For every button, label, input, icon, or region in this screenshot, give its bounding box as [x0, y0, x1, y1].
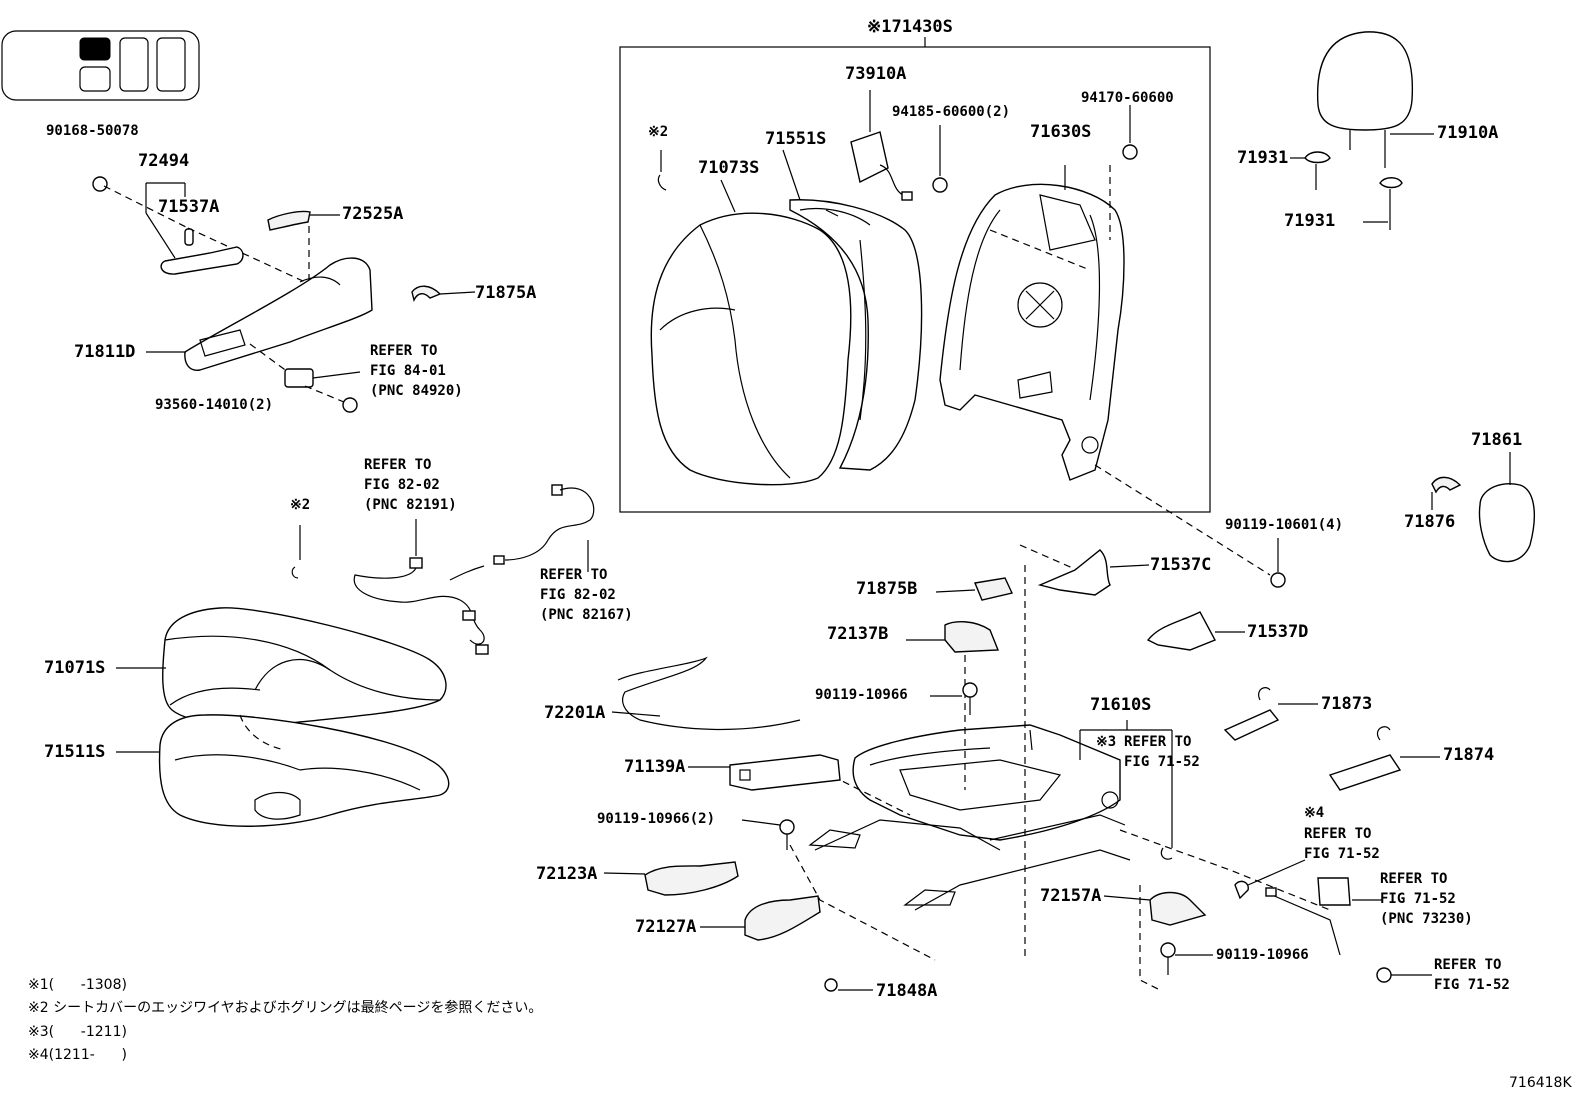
refer-note-82191: REFER TO FIG 82-02 (PNC 82191) — [364, 457, 457, 513]
side-cover — [1431, 452, 1535, 563]
seat-back-assembly-frame — [619, 46, 1211, 513]
part-label-90168-50078: 90168-50078 — [46, 123, 139, 139]
footnote-2: ※2 シートカバーのエッジワイヤおよびホグリングは最終ページを参照ください。 — [28, 1000, 543, 1016]
seat-cushion-pad — [116, 714, 450, 827]
refer-note-71-52-a: REFER TO FIG 71-52 — [1124, 734, 1200, 770]
part-label-71876: 71876 — [1404, 512, 1456, 532]
track-covers — [603, 754, 1213, 992]
part-label-73910A: 73910A — [845, 64, 907, 84]
footnote-4: ※4(1211- ) — [28, 1047, 127, 1063]
part-label-72494: 72494 — [138, 151, 190, 171]
note-marker-3: ※3 — [1096, 734, 1117, 750]
seat-position-icon — [1, 30, 200, 101]
seat-back-cover-group — [650, 149, 923, 486]
seat-belt-buckle — [1234, 859, 1432, 983]
note-marker-4: ※4 — [1304, 805, 1325, 821]
part-label-71073S: 71073S — [698, 158, 760, 178]
refer-note-71-52-c: REFER TO FIG 71-52 — [1434, 957, 1510, 993]
headrest — [1290, 31, 1434, 230]
part-label-71910A: 71910A — [1437, 123, 1499, 143]
brackets — [906, 549, 1440, 791]
part-label-71537C: 71537C — [1150, 555, 1212, 575]
part-label-71071S: 71071S — [44, 658, 106, 678]
part-label-72137B: 72137B — [827, 624, 889, 644]
seat-heater-module — [850, 90, 1138, 201]
part-label-90119-10966-lower: 90119-10966 — [1216, 947, 1309, 963]
part-label-71537D: 71537D — [1247, 622, 1309, 642]
part-label-71139A: 71139A — [624, 757, 686, 777]
part-label-72525A: 72525A — [342, 204, 404, 224]
refer-note-82167: REFER TO FIG 82-02 (PNC 82167) — [540, 567, 633, 623]
part-label-71931-upper: 71931 — [1237, 148, 1289, 168]
part-label-71875A: 71875A — [475, 283, 537, 303]
footnote-3: ※3( -1211) — [28, 1024, 127, 1040]
refer-note-84920: REFER TO FIG 84-01 (PNC 84920) — [370, 343, 463, 399]
part-label-71610S: 71610S — [1090, 695, 1152, 715]
armrest-group — [92, 176, 476, 413]
part-label-71511S: 71511S — [44, 742, 106, 762]
part-label-72201A: 72201A — [544, 703, 606, 723]
part-label-71875B: 71875B — [856, 579, 918, 599]
wire-harness — [353, 484, 595, 655]
part-label-90119-10966-upper: 90119-10966 — [815, 687, 908, 703]
part-label-90119-10601: 90119-10601(4) — [1225, 517, 1344, 533]
part-label-72157A: 72157A — [1040, 886, 1102, 906]
note-marker-2-cushion: ※2 — [290, 497, 311, 513]
part-label-90119-10966-2: 90119-10966(2) — [597, 811, 716, 827]
figure-code: 716418K — [1509, 1075, 1572, 1091]
refer-note-73230: REFER TO FIG 71-52 (PNC 73230) — [1380, 871, 1473, 927]
part-label-71630S: 71630S — [1030, 122, 1092, 142]
part-label-94170-60600: 94170-60600 — [1081, 90, 1174, 106]
part-label-71931-lower: 71931 — [1284, 211, 1336, 231]
part-label-71848A: 71848A — [876, 981, 938, 1001]
part-label-72127A: 72127A — [635, 917, 697, 937]
part-label-71874: 71874 — [1443, 745, 1495, 765]
part-label-71873: 71873 — [1321, 694, 1373, 714]
part-label-71430S: ※171430S — [867, 17, 953, 37]
part-label-72123A: 72123A — [536, 864, 598, 884]
part-label-94185-60600: 94185-60600(2) — [892, 104, 1011, 120]
part-label-71537A: 71537A — [158, 197, 220, 217]
part-label-93560-14010: 93560-14010(2) — [155, 397, 274, 413]
seat-back-frame — [939, 165, 1125, 481]
note-marker-2-back: ※2 — [648, 124, 669, 140]
part-label-71861: 71861 — [1471, 430, 1523, 450]
seat-cushion-cover — [116, 607, 447, 726]
part-label-71551S: 71551S — [765, 129, 827, 149]
part-label-71811D: 71811D — [74, 342, 136, 362]
refer-note-71-52-b: REFER TO FIG 71-52 — [1304, 826, 1380, 862]
seat-adjuster — [789, 544, 1331, 991]
footnote-1: ※1( -1308) — [28, 977, 127, 993]
